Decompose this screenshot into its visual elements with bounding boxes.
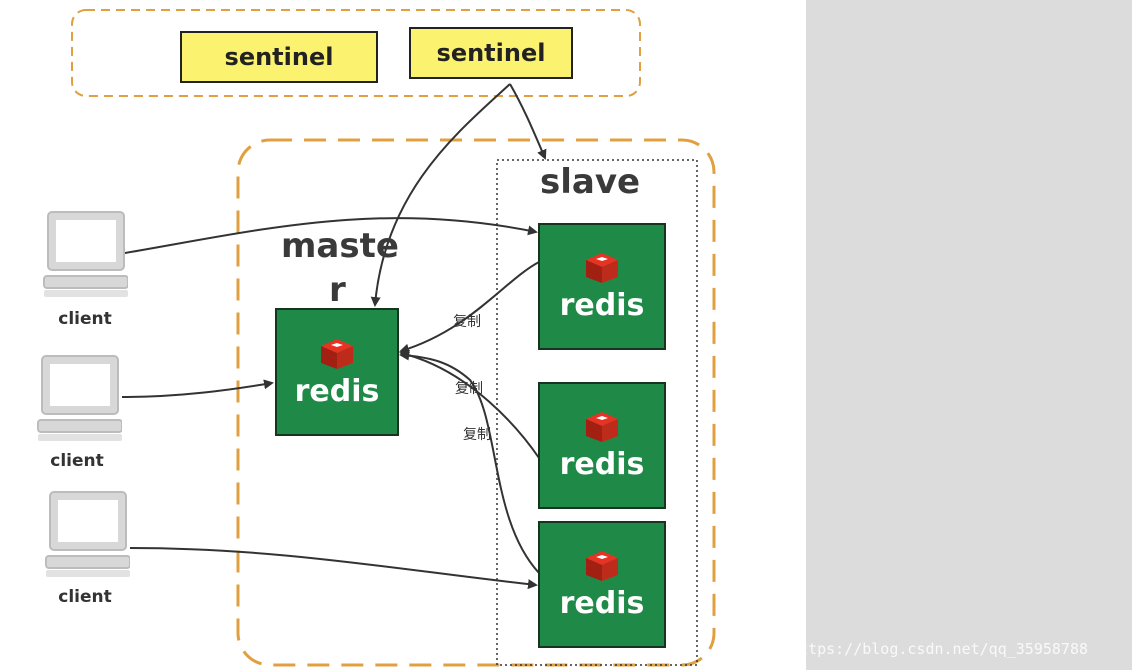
client-label: client: [50, 451, 104, 471]
watermark: https://blog.csdn.net/qq_35958788: [790, 640, 1089, 658]
sentinel-box-2: sentinel: [409, 27, 573, 79]
laptop-icon: [45, 491, 130, 577]
replication-arrow-1: [399, 261, 540, 354]
master-label-line1: maste: [281, 226, 399, 266]
slave-label: slave: [540, 162, 641, 202]
redis-logo-icon: [586, 551, 618, 581]
laptop-icon: [37, 355, 122, 441]
laptop-icon: [43, 211, 128, 297]
diagram-area: sentinel sentinel maste r slave redis: [37, 9, 716, 667]
sentinel-box-1: sentinel: [180, 31, 378, 83]
replication-label-1: 复制: [453, 314, 481, 330]
redis-node-label: redis: [559, 288, 645, 323]
redis-logo-icon: [321, 338, 353, 369]
sentinel-to-slave-arrow: [509, 83, 547, 160]
client3-to-slave-arrow: [129, 547, 538, 590]
replication-label-3: 复制: [463, 427, 491, 443]
master-redis-node: redis: [275, 308, 399, 436]
sentinel-label: sentinel: [224, 43, 334, 71]
diagram-connectors: [71, 9, 716, 667]
sentinel-group-border: [71, 9, 641, 97]
sentinel-label: sentinel: [436, 39, 546, 67]
master-label-line2: r: [329, 270, 346, 310]
slave-group-border: [496, 159, 698, 666]
side-panel: [806, 0, 1132, 670]
redis-logo-icon: [586, 253, 618, 283]
client1-to-slave-arrow: [124, 217, 538, 254]
replication-label-2: 复制: [455, 381, 483, 397]
redis-logo-icon: [586, 412, 618, 442]
redis-node-label: redis: [559, 586, 645, 621]
redis-node-label: redis: [559, 447, 645, 482]
client-label: client: [58, 587, 112, 607]
replication-arrow-2: [399, 350, 540, 459]
client2-to-master-arrow: [121, 379, 274, 398]
sentinel-to-master-arrow: [370, 83, 511, 307]
replication-arrow-3: [399, 350, 540, 574]
master-label: maste r: [281, 224, 399, 312]
redis-node-label: redis: [294, 373, 380, 409]
slave-redis-node-3: redis: [538, 521, 666, 648]
cluster-group-border: [236, 138, 716, 667]
slave-redis-node-1: redis: [538, 223, 666, 350]
client-label: client: [58, 309, 112, 329]
slave-redis-node-2: redis: [538, 382, 666, 509]
